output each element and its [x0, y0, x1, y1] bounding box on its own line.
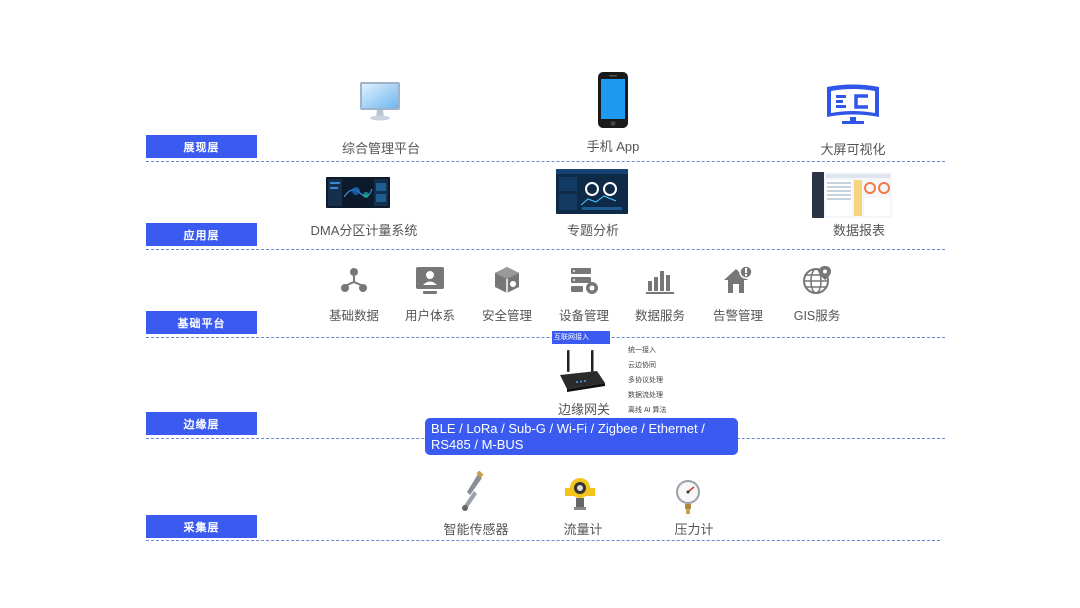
monitor-icon [360, 82, 400, 121]
protocol-list-box: BLE / LoRa / Sub-G / Wi-Fi / Zigbee / Et… [425, 418, 738, 455]
collection-item-label: 流量计 [563, 522, 603, 537]
globe-pin-icon [803, 266, 831, 294]
gateway-router-icon [560, 350, 605, 392]
platform-item-security: 安全管理 [475, 264, 539, 324]
gateway-feature-list: 统一接入 云边协同 多协议处理 数据流处理 离线 AI 算法 [628, 343, 667, 418]
feature-item: 统一接入 [628, 347, 656, 354]
big-screen-icon [827, 84, 879, 124]
presentation-item-label: 手机 App [586, 139, 640, 154]
user-card-icon [416, 267, 444, 294]
feature-item: 云边协同 [628, 362, 656, 369]
platform-item-label: 数据服务 [634, 309, 685, 323]
layer-label-collection: 采集层 [146, 515, 257, 538]
device-settings-icon [571, 268, 598, 294]
platform-item-label: 告警管理 [712, 309, 763, 323]
application-item-label: 数据报表 [832, 223, 885, 238]
edge-gateway: 边缘网关 [552, 399, 616, 418]
collection-item-flowmeter: 流量计 [553, 519, 613, 538]
internet-access-tag: 互联网接入 [552, 331, 610, 344]
phone-icon [598, 72, 628, 128]
analysis-dashboard-thumbnail [556, 169, 628, 214]
edge-gateway-label: 边缘网关 [557, 402, 610, 417]
collection-item-label: 智能传感器 [443, 522, 509, 537]
divider [146, 161, 945, 162]
layer-label-application: 应用层 [146, 223, 257, 246]
application-item-label: DMA分区计量系统 [310, 223, 418, 238]
platform-item-label: 用户体系 [404, 309, 455, 323]
platform-item-label: GIS服务 [793, 309, 841, 323]
presentation-item-platform: 综合管理平台 [330, 80, 432, 157]
application-item-label: 专题分析 [566, 223, 619, 238]
alert-house-icon [724, 265, 753, 293]
divider [146, 337, 945, 338]
platform-item-label: 设备管理 [558, 309, 609, 323]
platform-item-data-service: 数据服务 [628, 264, 692, 324]
application-item-analysis: 专题分析 [552, 220, 634, 239]
application-item-dma: DMA分区计量系统 [300, 220, 428, 239]
platform-item-label: 安全管理 [481, 309, 532, 323]
platform-item-label: 基础数据 [328, 309, 379, 323]
feature-item: 多协议处理 [628, 377, 663, 384]
platform-item-basic-data: 基础数据 [322, 264, 386, 324]
feature-item: 数据流处理 [628, 392, 663, 399]
collection-item-label: 压力计 [674, 522, 714, 537]
application-item-reports: 数据报表 [818, 220, 900, 239]
platform-item-device: 设备管理 [552, 264, 616, 324]
feature-item: 离线 AI 算法 [628, 407, 667, 414]
presentation-item-label: 综合管理平台 [341, 141, 420, 156]
platform-item-alarm: 告警管理 [706, 264, 770, 324]
bar-chart-icon [646, 271, 674, 294]
presentation-item-app: 手机 App [572, 71, 654, 155]
sensor-icon [462, 471, 484, 511]
divider [146, 249, 945, 250]
dma-dashboard-thumbnail [326, 177, 390, 208]
layer-label-presentation: 展现层 [146, 135, 257, 158]
pressure-gauge-icon [676, 480, 700, 514]
report-dashboard-thumbnail [812, 172, 892, 218]
presentation-item-bigscreen: 大屏可视化 [805, 83, 901, 158]
collection-item-sensor: 智能传感器 [436, 519, 516, 538]
nodes-icon [341, 268, 367, 292]
collection-item-pressure: 压力计 [664, 519, 724, 538]
flowmeter-icon [565, 478, 595, 510]
platform-item-user-system: 用户体系 [398, 264, 462, 324]
presentation-item-label: 大屏可视化 [820, 142, 886, 157]
layer-label-edge: 边缘层 [146, 412, 257, 435]
divider [146, 540, 940, 541]
security-cube-icon [495, 267, 519, 293]
layer-label-platform: 基础平台 [146, 311, 257, 334]
platform-item-gis: GIS服务 [785, 264, 849, 324]
